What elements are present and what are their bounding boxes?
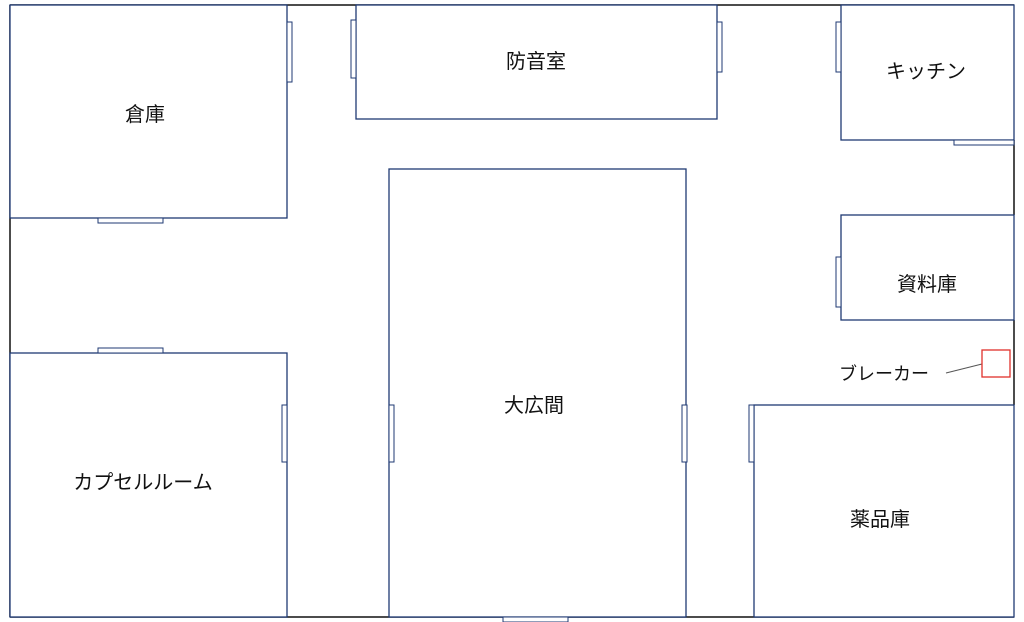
- room-kitchen[interactable]: キッチン: [835, 4, 1015, 146]
- room-label-capsule: カプセルルーム: [73, 470, 212, 494]
- door-soundproof-right[interactable]: [716, 21, 723, 73]
- door-kitchen-left[interactable]: [835, 21, 842, 73]
- room-label-archive: 資料庫: [897, 272, 957, 296]
- door-storage-bottom[interactable]: [97, 217, 164, 224]
- breaker-label: ブレーカー: [839, 363, 929, 385]
- room-label-storage: 倉庫: [125, 102, 165, 126]
- room-label-chemical: 薬品庫: [850, 507, 910, 531]
- breaker-box-icon[interactable]: [981, 349, 1011, 378]
- room-archive[interactable]: 資料庫: [835, 214, 1015, 321]
- room-soundproof[interactable]: 防音室: [350, 4, 723, 120]
- door-kitchen-bottom[interactable]: [953, 139, 1015, 146]
- door-chemical-left[interactable]: [748, 404, 755, 463]
- room-chemical[interactable]: 薬品庫: [748, 404, 1015, 618]
- door-hall-bottom[interactable]: [502, 616, 569, 622]
- breaker-annotation: ブレーカー: [839, 362, 987, 385]
- room-hall[interactable]: 大広間: [388, 168, 688, 622]
- door-hall-left[interactable]: [388, 404, 395, 463]
- room-label-hall: 大広間: [504, 393, 564, 417]
- breaker-leader-line: [945, 362, 987, 374]
- room-storage[interactable]: 倉庫: [9, 4, 293, 224]
- room-label-kitchen: キッチン: [886, 59, 966, 83]
- door-storage-right[interactable]: [286, 21, 293, 83]
- room-capsule[interactable]: カプセルルーム: [9, 347, 288, 618]
- room-label-soundproof: 防音室: [506, 49, 566, 73]
- door-soundproof-left[interactable]: [350, 19, 357, 79]
- door-capsule-right[interactable]: [281, 404, 288, 463]
- door-hall-right[interactable]: [681, 404, 688, 463]
- door-capsule-top[interactable]: [97, 347, 164, 354]
- door-archive-left[interactable]: [835, 256, 842, 308]
